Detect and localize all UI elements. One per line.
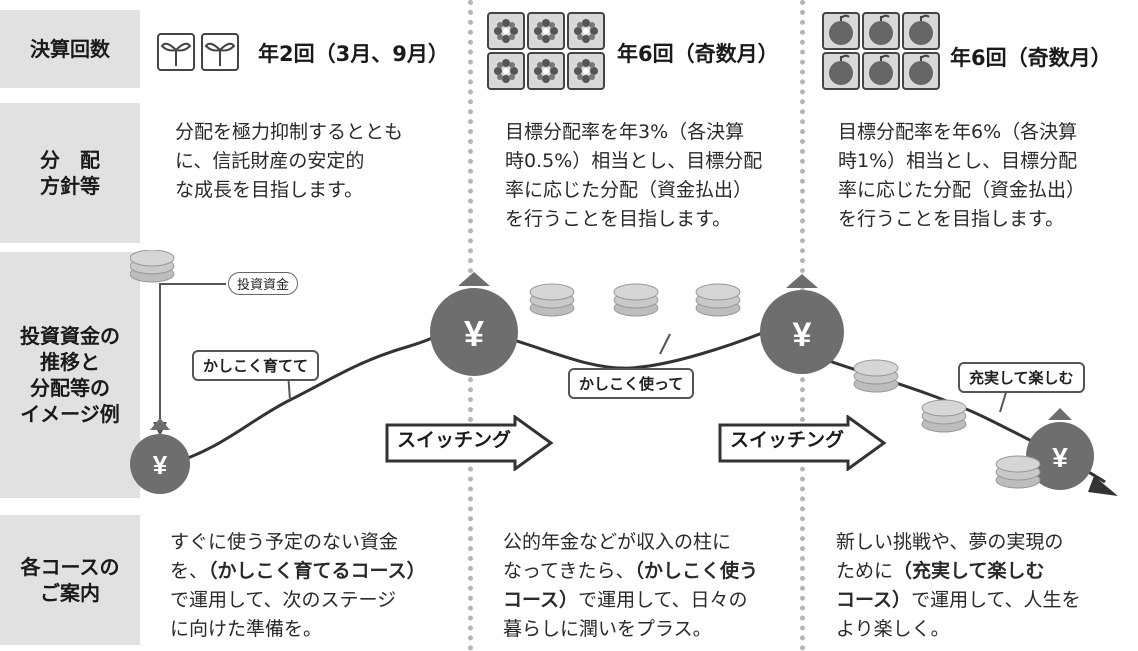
guide-text-3-a: 新しい挑戦や、夢の実現の ために <box>836 531 1064 582</box>
guide-text-3-c: で運用して、人生を より楽しく。 <box>836 589 1081 640</box>
money-bag-icon-use: ¥ <box>760 274 844 374</box>
use-callout-tail <box>659 333 671 355</box>
money-bag-use-yen: ¥ <box>793 316 812 354</box>
frequency-text-1: 年2回（3月、9月） <box>258 42 449 66</box>
money-bag-icon-start: ¥ <box>130 418 190 494</box>
guide-text-3-course: （充実して楽しむ コース） <box>836 560 1045 611</box>
switching-arrow-2: スイッチング <box>718 415 888 471</box>
coin-stack-icon-2 <box>613 283 659 317</box>
coin-stack-icon-4 <box>853 359 899 393</box>
row-label-image: 投資資金の 推移と 分配等の イメージ例 <box>0 252 140 498</box>
money-bag-enjoy-yen: ¥ <box>1052 442 1068 473</box>
switching-label-1: スイッチング <box>397 429 512 451</box>
guide-text-2-course: （かしこく使う コース） <box>503 560 758 611</box>
use-callout: かしこく使って <box>568 368 695 399</box>
grow-callout: かしこく育てて <box>192 350 320 381</box>
guide-text-1-course: （かしこく育てるコース） <box>208 560 426 582</box>
investment-flow-diagram: ¥ ¥ ¥ ¥ <box>130 250 1118 496</box>
switching-arrow-1: スイッチング <box>385 415 555 471</box>
guide-text-2-a: 公的年金などが収入の柱に なってきたら、 <box>503 531 732 582</box>
policy-text-3: 目標分配率を年6%（各決算 時1%）相当とし、目標分配 率に応じた分配（資金払出… <box>838 121 1086 230</box>
money-bag-icon-grow: ¥ <box>430 272 518 376</box>
decline-arrowhead <box>1088 476 1118 496</box>
flower-icon <box>487 12 605 90</box>
guide-text-3: 新しい挑戦や、夢の実現の ために（充実して楽しむ コース）で運用して、人生を よ… <box>836 528 1081 644</box>
row-label-guide: 各コースの ご案内 <box>0 515 140 645</box>
coin-stack-icon-5 <box>921 399 967 433</box>
apple-icon <box>822 12 940 90</box>
policy-text-1: 分配を極力抑制するととも に、信託財産の安定的 な成長を目指します。 <box>175 121 404 201</box>
row-label-settlement: 決算回数 <box>0 10 140 88</box>
coin-stack-icon-3 <box>695 283 741 317</box>
investment-callout: 投資資金 <box>228 272 299 295</box>
enjoy-callout: 充実して楽しむ <box>958 362 1085 393</box>
row-label-policy: 分 配 方針等 <box>0 103 140 243</box>
frequency-text-2: 年6回（奇数月） <box>617 42 779 66</box>
guide-text-2-c: で運用して、日々の 暮らしに潤いをプラス。 <box>503 589 748 640</box>
guide-text-1: すぐに使う予定のない資金 を、（かしこく育てるコース） で運用して、次のステージ… <box>170 528 426 644</box>
coin-stack-icon-1 <box>529 283 575 317</box>
guide-text-1-a: すぐに使う予定のない資金 を、 <box>170 531 399 582</box>
sprout-icon <box>157 33 239 71</box>
switching-label-2: スイッチング <box>730 429 845 451</box>
investment-pointer-line <box>159 283 226 428</box>
policy-text-2: 目標分配率を年3%（各決算 時0.5%）相当とし、目標分配 率に応じた分配（資金… <box>505 121 763 230</box>
coin-stack-icon-6 <box>995 455 1041 489</box>
guide-text-2: 公的年金などが収入の柱に なってきたら、（かしこく使う コース）で運用して、日々… <box>503 528 758 644</box>
money-bag-icon-enjoy: ¥ <box>1026 408 1094 490</box>
frequency-text-3: 年6回（奇数月） <box>950 46 1112 70</box>
money-bag-start-yen: ¥ <box>153 450 168 480</box>
money-bag-grow-yen: ¥ <box>464 313 484 354</box>
guide-text-1-c: で運用して、次のステージ に向けた準備を。 <box>170 589 397 640</box>
